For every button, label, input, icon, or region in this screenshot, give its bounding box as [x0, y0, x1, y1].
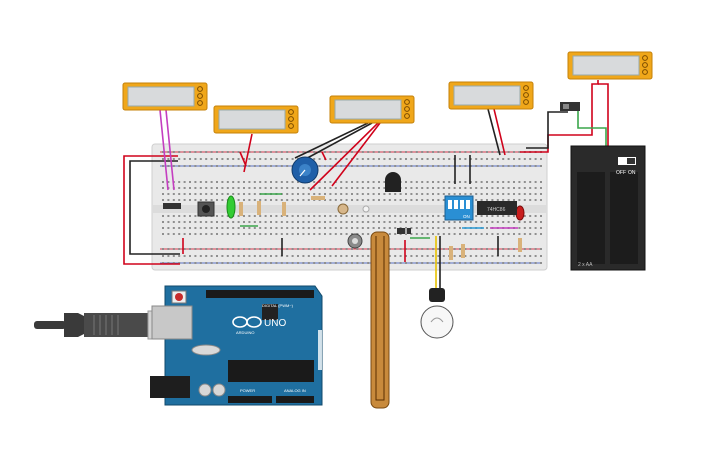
lcd-module-2[interactable] [213, 105, 299, 134]
ir-sensor[interactable] [362, 205, 370, 213]
logic-chip[interactable]: 74HC86 [477, 201, 517, 215]
dip-switch-label: ON [463, 214, 470, 219]
battery-capacity-label: 2 x AA [578, 262, 593, 268]
battery-pack[interactable]: OFF ON 2 x AA [570, 145, 646, 271]
dip-switch[interactable]: ON [444, 195, 474, 221]
potentiometer[interactable] [291, 156, 319, 184]
photoresistor[interactable] [337, 203, 349, 215]
arduino-analog-label: ANALOG IN [284, 388, 306, 393]
arduino-power-label: POWER [240, 388, 255, 393]
lightbulb-icon[interactable] [420, 288, 454, 339]
resistor[interactable] [239, 196, 522, 260]
arduino-uno-board[interactable]: UNO ARDUINO DIGITAL (PWM~) POWER ANALOG … [150, 285, 323, 406]
slide-switch[interactable] [560, 102, 580, 111]
battery-on-label: ON [628, 170, 636, 176]
pushbutton[interactable] [197, 201, 215, 217]
lcd-module-4[interactable] [448, 81, 534, 110]
tilt-sensor[interactable] [163, 203, 181, 209]
lcd-module-1[interactable] [122, 82, 208, 111]
arduino-brand-label: ARDUINO [236, 330, 254, 335]
wires [123, 80, 609, 290]
chip-label: 74HC86 [487, 207, 506, 213]
lcd-module-3[interactable] [329, 95, 415, 124]
breadboard[interactable] [151, 143, 548, 271]
flex-sensor-icon[interactable] [370, 231, 390, 409]
diode[interactable] [397, 228, 411, 234]
red-led[interactable] [515, 205, 525, 221]
arduino-digital-label: DIGITAL (PWM~) [262, 303, 294, 308]
breadboard-holes [162, 151, 542, 264]
green-led[interactable] [226, 195, 236, 219]
arduino-model-label: UNO [264, 318, 286, 329]
transistor[interactable] [385, 172, 401, 192]
lcd-module-5[interactable] [567, 51, 653, 80]
temperature-sensor[interactable] [347, 233, 363, 249]
battery-off-label: OFF [616, 170, 626, 176]
